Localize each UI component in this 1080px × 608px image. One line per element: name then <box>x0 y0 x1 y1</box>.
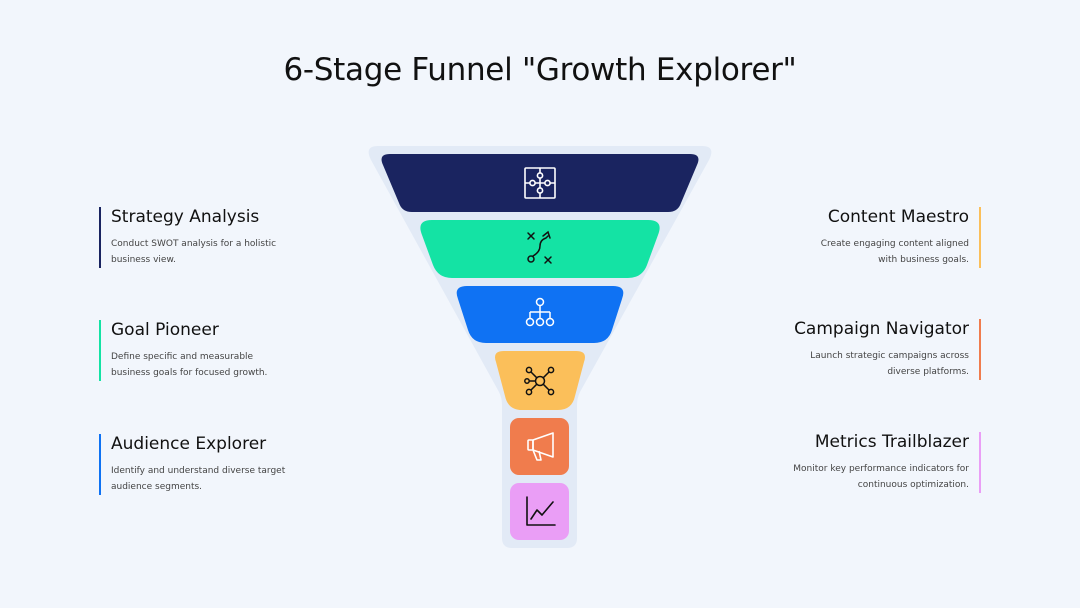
stage-campaign-navigator: Campaign Navigator Launch strategic camp… <box>794 319 981 380</box>
stage-title: Strategy Analysis <box>111 207 260 227</box>
strategy-path-icon <box>527 230 552 264</box>
puzzle-icon <box>524 167 556 199</box>
stage-description: Launch strategic campaigns across divers… <box>810 351 969 377</box>
stage-title: Metrics Trailblazer <box>814 432 969 452</box>
stage-goal-pioneer: Goal Pioneer Define specific and measura… <box>99 320 286 381</box>
stage-metrics-trailblazer: Metrics Trailblazer Monitor key performa… <box>744 432 981 493</box>
stage-content-maestro: Content Maestro Create engaging content … <box>799 207 981 268</box>
funnel-segment-3 <box>456 286 624 343</box>
stage-title: Content Maestro <box>827 207 969 227</box>
funnel-segment-5 <box>510 418 569 475</box>
stage-description: Monitor key performance indicators for c… <box>793 464 969 490</box>
stage-title: Goal Pioneer <box>111 320 219 340</box>
stage-strategy-analysis: Strategy Analysis Conduct SWOT analysis … <box>99 207 281 268</box>
stage-description: Conduct SWOT analysis for a holistic bus… <box>111 239 277 265</box>
stage-title: Campaign Navigator <box>794 319 969 339</box>
funnel-segment-4 <box>495 351 585 410</box>
funnel-segment-1 <box>381 154 699 212</box>
stage-title: Audience Explorer <box>111 434 267 454</box>
stage-audience-explorer: Audience Explorer Identify and understan… <box>99 434 286 495</box>
megaphone-icon <box>527 432 554 461</box>
stage-description: Create engaging content aligned with bus… <box>820 239 969 265</box>
funnel-segment-6 <box>510 483 569 540</box>
network-icon <box>524 366 555 396</box>
page-title: 6-Stage Funnel "Growth Explorer" <box>283 52 797 88</box>
hierarchy-icon <box>525 297 555 327</box>
funnel-segment-2 <box>420 220 660 278</box>
stage-description: Identify and understand diverse target a… <box>111 466 286 492</box>
line-chart-icon <box>526 496 556 526</box>
stage-description: Define specific and measurable business … <box>111 352 268 378</box>
